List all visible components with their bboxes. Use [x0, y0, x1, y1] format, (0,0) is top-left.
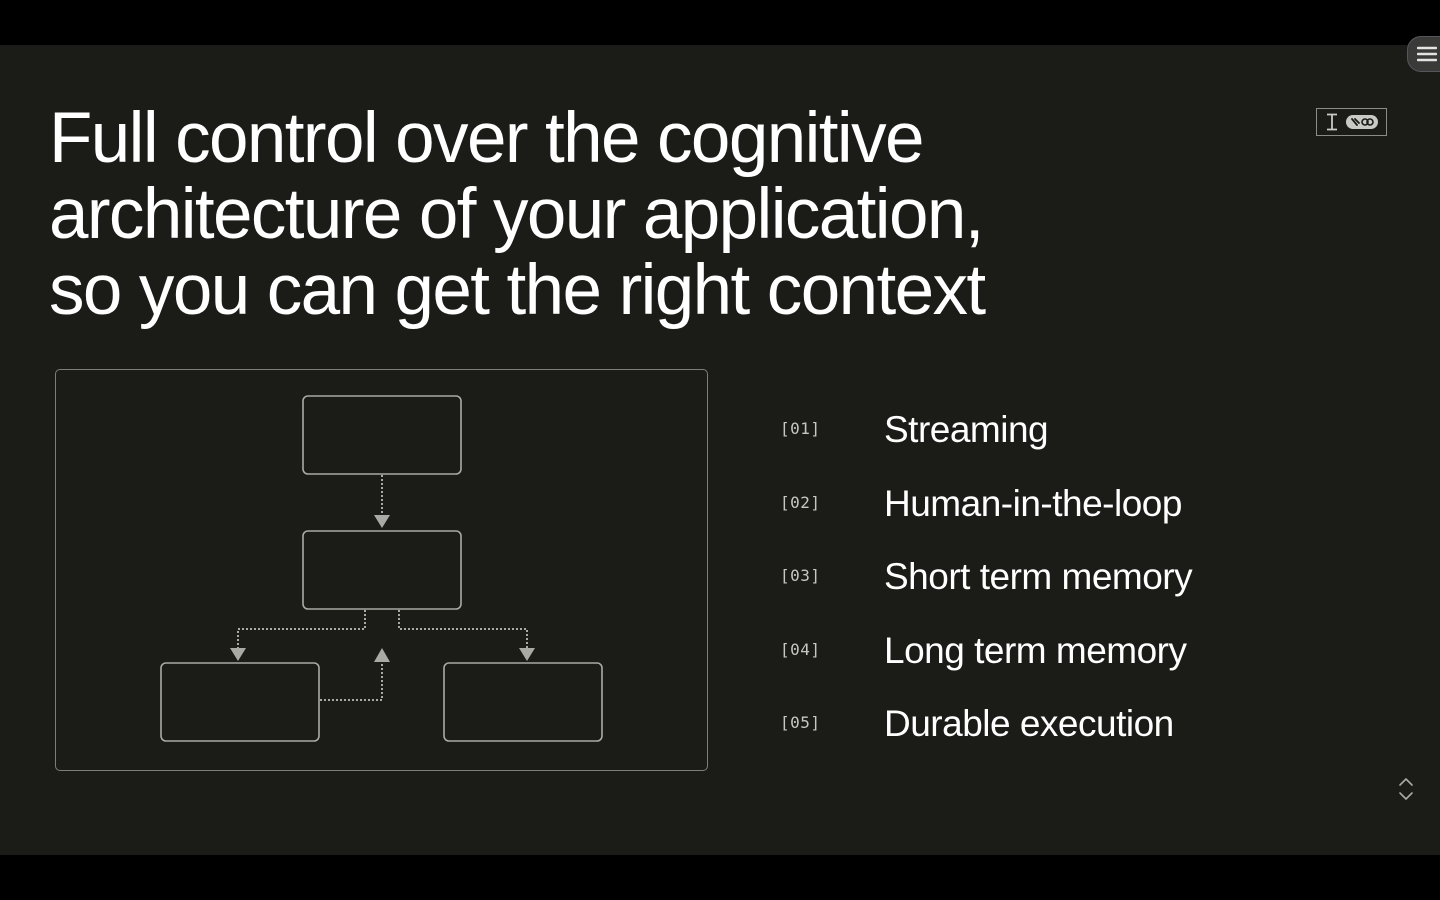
feature-label: Streaming — [884, 409, 1049, 450]
feature-label: Human-in-the-loop — [884, 482, 1182, 524]
feature-item: [04] Long term memory — [780, 626, 1300, 700]
arrowhead-down-right — [519, 648, 535, 661]
hamburger-menu-icon — [1417, 46, 1437, 62]
feature-index: [01] — [780, 419, 821, 438]
brand-logo — [1316, 108, 1387, 136]
diagram-node-right — [443, 662, 603, 742]
edge-left-to-middle — [320, 662, 383, 701]
feature-label: Short term memory — [884, 556, 1193, 597]
arrowhead-down-left — [230, 648, 246, 661]
headline-line-2: architecture of your application, — [49, 175, 984, 254]
feature-item: [01] Streaming — [780, 405, 1300, 479]
feature-index: [03] — [780, 566, 821, 585]
feature-index: [04] — [780, 639, 821, 659]
flowchart-diagram — [55, 369, 708, 771]
feature-index: [02] — [780, 492, 821, 512]
feature-list: [01] Streaming [02] Human-in-the-loop [0… — [780, 405, 1300, 773]
diagram-node-middle — [302, 530, 462, 610]
diagram-canvas — [160, 395, 603, 742]
chain-link-icon — [1345, 115, 1378, 129]
feature-item: [02] Human-in-the-loop — [780, 479, 1300, 553]
slide-headline: Full control over the cognitive architec… — [49, 101, 1199, 329]
headline-line-1: Full control over the cognitive — [49, 99, 924, 178]
slide: Full control over the cognitive architec… — [0, 45, 1440, 855]
headline-line-3: so you can get the right context — [49, 251, 986, 330]
arrowhead-down-middle — [374, 515, 390, 528]
feature-item: [03] Short term memory — [780, 552, 1300, 626]
feature-index: [05] — [780, 713, 821, 732]
arrowhead-up-middle — [374, 648, 390, 662]
diagram-node-left — [160, 662, 320, 742]
feature-item: [05] Durable execution — [780, 699, 1300, 773]
diagram-node-top — [302, 395, 462, 475]
feature-label: Long term memory — [884, 629, 1187, 671]
edge-middle-to-left — [237, 610, 366, 648]
chevron-up-down-icon — [1399, 778, 1413, 800]
edge-middle-to-right — [398, 610, 528, 648]
menu-button[interactable] — [1407, 36, 1440, 72]
text-cursor-icon — [1326, 113, 1337, 131]
feature-label: Durable execution — [884, 703, 1174, 744]
slide-navigation-button[interactable] — [1396, 776, 1416, 802]
